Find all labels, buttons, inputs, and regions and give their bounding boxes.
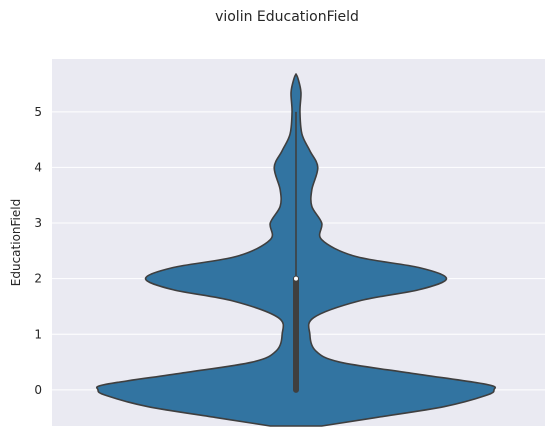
y-tick-label-3: 3 xyxy=(34,216,42,230)
y-axis-label: EducationField xyxy=(9,199,23,286)
y-tick-label-0: 0 xyxy=(34,383,42,397)
y-tick-label-1: 1 xyxy=(34,327,42,341)
y-tick-label-4: 4 xyxy=(34,160,42,174)
y-tick-label-5: 5 xyxy=(34,105,42,119)
violin-layer xyxy=(95,73,497,427)
y-tick-labels: 0 1 2 3 4 5 xyxy=(34,105,42,397)
y-tick-label-2: 2 xyxy=(34,272,42,286)
chart-title: violin EducationField xyxy=(215,9,359,25)
violin-median-dot xyxy=(294,276,298,281)
